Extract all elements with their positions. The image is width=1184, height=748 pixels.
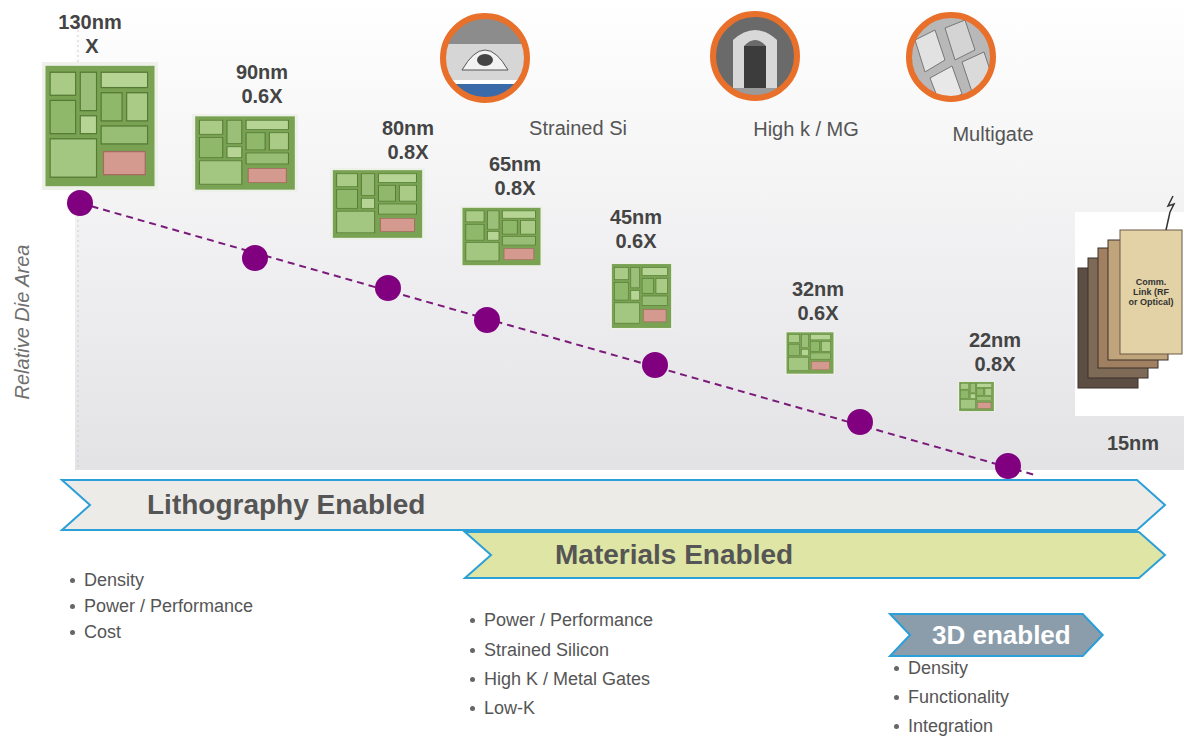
data-dot (642, 352, 668, 378)
trend-line (80, 203, 1035, 475)
bullet-item: Power / Performance (70, 595, 253, 617)
process-label: 0.8X (974, 353, 1015, 375)
photo-caption: Strained Si (529, 117, 627, 139)
process-label: 0.6X (241, 85, 282, 107)
stacked-dies (1075, 196, 1184, 416)
die-photo (610, 262, 673, 330)
bullet-item: Density (894, 657, 968, 679)
process-label: 90nm (236, 61, 288, 83)
process-label: 0.6X (615, 230, 656, 252)
multigate-photo (905, 12, 997, 104)
data-dot (995, 453, 1021, 479)
process-label: 130nm (58, 11, 121, 33)
strained-si-photo (440, 14, 530, 104)
high-k-photo (710, 12, 800, 102)
axis-title: Relative Die Area (11, 245, 34, 400)
process-label: 65nm (489, 153, 541, 175)
process-label: 22nm (969, 329, 1021, 351)
layer-label: Comm. Link (RF or Optical) (1128, 277, 1174, 307)
chevron-band: Lithography Enabled (62, 480, 1165, 530)
die-photo (958, 381, 995, 412)
photo-caption: Multigate (952, 123, 1033, 145)
process-label: 0.8X (387, 141, 428, 163)
process-label: 45nm (610, 206, 662, 228)
process-label: 0.6X (797, 302, 838, 324)
bullet-item: High K / Metal Gates (470, 668, 650, 690)
stack-ground (1075, 212, 1184, 416)
chevron-band: 3D enabled (890, 614, 1103, 656)
die-photo (330, 168, 425, 240)
bullet-item: Low-K (470, 697, 535, 719)
trend-dots (67, 190, 1021, 479)
chevron-outline (465, 532, 1165, 578)
photo-caption: High k / MG (753, 118, 859, 140)
die-photos (42, 62, 995, 412)
die-photo (192, 114, 298, 192)
process-label: 80nm (382, 117, 434, 139)
band-title: 3D enabled (890, 614, 1103, 656)
bullet-item: Power / Performance (470, 609, 653, 631)
process-label: 0.8X (494, 177, 535, 199)
band-title: Lithography Enabled (62, 480, 1165, 530)
bullet-item: Density (70, 569, 144, 591)
data-dot (242, 245, 268, 271)
die-photo (460, 206, 543, 267)
bullet-item: Functionality (894, 686, 1009, 708)
data-dot (375, 275, 401, 301)
die-photo (42, 62, 158, 190)
chevron-outline (890, 614, 1103, 656)
bullet-item: Strained Silicon (470, 639, 609, 661)
band-title: Materials Enabled (465, 532, 1165, 578)
chevron-outline (62, 480, 1165, 530)
bullet-item: Integration (894, 715, 993, 737)
data-dot (474, 307, 500, 333)
die-photo (785, 331, 835, 375)
process-label: 15nm (1107, 432, 1159, 454)
process-label: X (85, 35, 98, 57)
bullet-item: Cost (70, 621, 121, 643)
process-label: 32nm (792, 278, 844, 300)
data-dot (847, 409, 873, 435)
data-dot (67, 190, 93, 216)
chevron-band: Materials Enabled (465, 532, 1165, 578)
plot-ground (75, 0, 1184, 470)
